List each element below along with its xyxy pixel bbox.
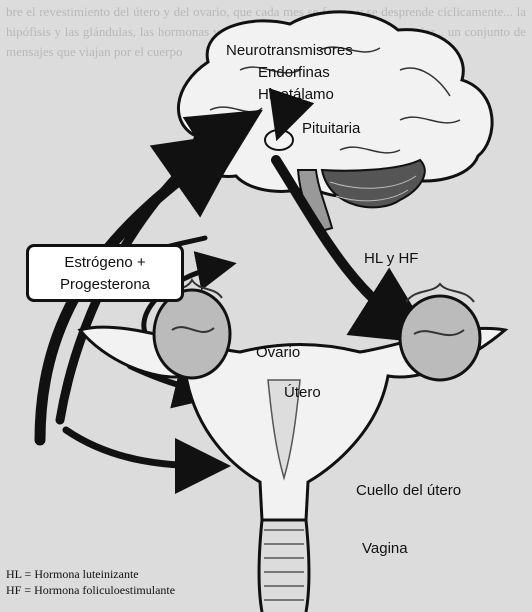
label-utero: Útero [284, 384, 321, 401]
label-neurotransmisores: Neurotransmisores [226, 42, 353, 59]
brain [178, 12, 492, 197]
pituitary-gland [265, 130, 293, 150]
right-ovary [400, 284, 480, 380]
hormone-box: Estrógeno + Progesterona [26, 244, 184, 302]
legend: HL = Hormona luteinizante HF = Hormona f… [6, 566, 175, 598]
legend-hf: HF = Hormona foliculoestimulante [6, 582, 175, 598]
label-ovario: Ovario [256, 344, 300, 361]
label-progesterona: Progesterona [29, 274, 181, 296]
label-vagina: Vagina [362, 540, 408, 557]
label-estrogeno: Estrógeno + [29, 252, 181, 274]
legend-hl: HL = Hormona luteinizante [6, 566, 175, 582]
label-hipotalamo: Hipotálamo [258, 86, 334, 103]
label-pituitaria: Pituitaria [302, 120, 360, 137]
label-hl-hf: HL y HF [364, 250, 418, 267]
label-endorfinas: Endorfinas [258, 64, 330, 81]
label-cuello-utero: Cuello del útero [356, 482, 461, 499]
